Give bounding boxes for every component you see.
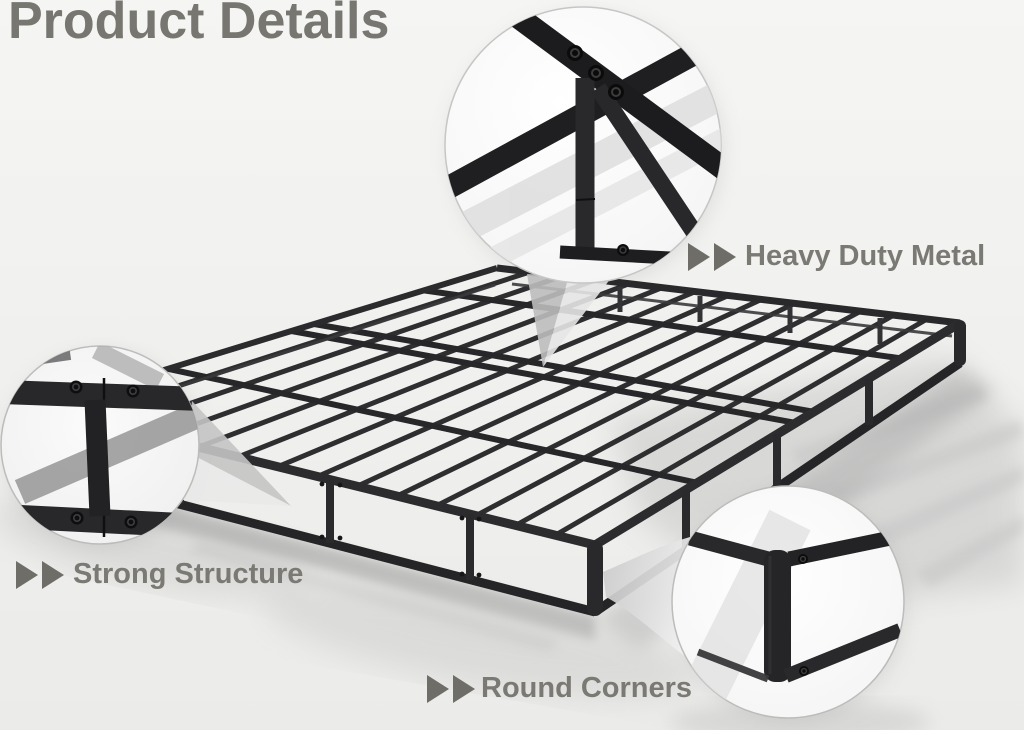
bolt-screws — [798, 554, 809, 676]
side-face-screws — [319, 481, 482, 578]
label-strong-structure: Strong Structure — [16, 558, 303, 591]
inner-back-posts — [617, 287, 883, 344]
arrow-triangle-icon — [688, 242, 710, 271]
bolt-screws — [69, 380, 140, 529]
bolt-screws — [567, 45, 629, 256]
callout-pointer-strong-structure — [183, 401, 291, 506]
double-arrow-icon — [427, 674, 479, 703]
callout-circle-round-corners — [671, 485, 905, 719]
page-title: Product Details — [8, 0, 390, 50]
callout-pointer-heavy-duty — [527, 274, 611, 367]
arrow-triangle-icon — [453, 674, 475, 703]
frame-joint-closeup — [1, 346, 199, 538]
arrow-triangle-icon — [16, 560, 38, 589]
label-round-corners: Round Corners — [427, 672, 692, 705]
label-heavy-duty-metal: Heavy Duty Metal — [688, 240, 985, 273]
double-arrow-icon — [688, 242, 740, 271]
frame-rails — [167, 287, 903, 486]
beam-junction-closeup — [445, 7, 721, 275]
callout-circle-heavy-duty — [444, 6, 722, 284]
callout-circle-strong-structure — [0, 345, 200, 545]
label-text: Heavy Duty Metal — [745, 240, 986, 272]
arrow-triangle-icon — [42, 560, 64, 589]
arrow-triangle-icon — [714, 242, 736, 271]
label-text: Round Corners — [481, 672, 693, 704]
arrow-triangle-icon — [427, 674, 449, 703]
label-text: Strong Structure — [73, 558, 304, 590]
double-arrow-icon — [16, 560, 68, 589]
